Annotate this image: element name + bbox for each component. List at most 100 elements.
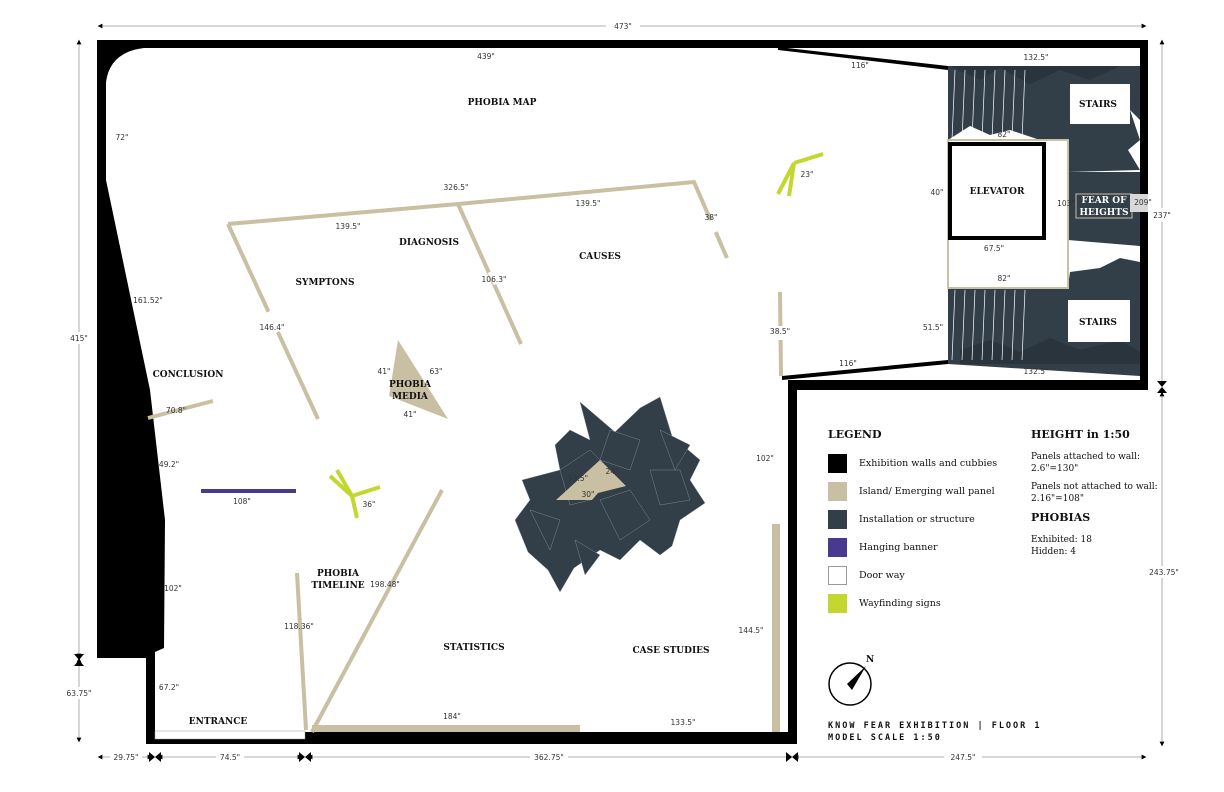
room-case-studies: CASE STUDIES	[632, 646, 709, 656]
caption-line-2: MODEL SCALE 1:50	[828, 733, 942, 743]
dim-panel-left-top: 139.5"	[336, 222, 361, 231]
legend-label: Door way	[859, 569, 905, 581]
dim-left-wall-lower: 102"	[164, 584, 182, 593]
phobia-media-island	[389, 340, 448, 419]
dim-stairs-top-width: 132.5"	[1024, 53, 1049, 62]
legend-item-island: Island/ Emerging wall panel	[828, 477, 1008, 505]
dim-island-left: 53.5"	[568, 474, 588, 483]
dim-stairs-bottom-width: 132.5"	[1024, 367, 1049, 376]
legend-label: Exhibition walls and cubbies	[859, 457, 998, 469]
dim-top-right-diag: 116"	[851, 61, 869, 70]
elevator	[948, 142, 1046, 240]
dim-left-lower: 63.75"	[67, 689, 92, 698]
legend-title: LEGEND	[828, 428, 882, 441]
dim-media-left: 41"	[378, 367, 391, 376]
dim-bottom-panel: 184"	[443, 712, 461, 721]
compass-icon	[828, 662, 872, 706]
room-statistics: STATISTICS	[443, 643, 504, 653]
dim-bottom-right-diag: 116"	[839, 359, 857, 368]
dim-sign-mid: 36"	[363, 500, 376, 509]
swatch-installation	[828, 509, 847, 529]
dim-panel-diagnosis: 106.3"	[482, 275, 507, 284]
dim-panel-right-end: 38"	[705, 213, 718, 222]
dim-panel-top: 326.5"	[444, 183, 469, 192]
legend-item-walls: Exhibition walls and cubbies	[828, 449, 1008, 477]
room-entrance: ENTRANCE	[189, 717, 248, 727]
legend-label: Installation or structure	[859, 513, 975, 525]
legend-label: Hanging banner	[859, 541, 938, 553]
room-symptons: SYMPTONS	[296, 278, 355, 288]
dimension-labels: 473" 439" 72" 116" 132.5" 82" 40" 67.5" …	[62, 19, 1182, 763]
dim-sign-top: 23"	[801, 170, 814, 179]
dim-right-upper: 237"	[1153, 211, 1171, 220]
bottom-right-wall	[782, 360, 948, 380]
top-right-wall	[778, 47, 948, 70]
dim-left-wall: 161.52"	[133, 296, 163, 305]
caption-line-1: KNOW FEAR EXHIBITION | FLOOR 1	[828, 721, 1042, 731]
central-installation	[514, 396, 706, 593]
dim-bottom-right-width: 247.5"	[951, 753, 976, 762]
stairs-top-area	[1070, 84, 1130, 124]
legend-label: Island/ Emerging wall panel	[859, 485, 995, 497]
room-elevator: ELEVATOR	[970, 187, 1025, 197]
legend-item-installation: Installation or structure	[828, 505, 1008, 533]
phobias-hidden: Hidden: 4	[1031, 547, 1076, 557]
fear-of-heights-panel	[1075, 193, 1133, 219]
room-diagnosis: DIAGNOSIS	[399, 238, 459, 248]
room-labels: PHOBIA MAP DIAGNOSIS CAUSES SYMPTONS CON…	[153, 98, 1129, 727]
room-stairs-top: STAIRS	[1079, 100, 1117, 110]
legend-item-wayfinding: Wayfinding signs	[828, 589, 1008, 617]
right-island-panel	[774, 524, 780, 732]
dim-heights-right: 209"	[1134, 198, 1152, 207]
height-title: HEIGHT in 1:50	[1031, 428, 1130, 441]
dim-bottom-offset: 29.75"	[114, 753, 139, 762]
plan-caption: KNOW FEAR EXHIBITION | FLOOR 1 MODEL SCA…	[828, 720, 1042, 744]
dim-elevator-left: 40"	[931, 188, 944, 197]
panel-door-gaps	[265, 219, 783, 340]
dim-timeline-panel: 118.36"	[284, 622, 314, 631]
dim-island-bottom: 30"	[582, 490, 595, 499]
swatch-island	[828, 481, 847, 501]
dim-stairs-left: 51.5"	[923, 323, 943, 332]
stair-treads	[951, 69, 1026, 361]
dim-heights-left: 103"	[1057, 199, 1075, 208]
central-island	[556, 460, 626, 500]
dim-panel-symptons: 146.4"	[260, 323, 285, 332]
dim-timeline-diag: 198.48"	[370, 580, 400, 589]
dim-bottom-mid: 362.75"	[534, 753, 564, 762]
room-causes: CAUSES	[579, 252, 621, 262]
dim-top-wall: 439"	[477, 52, 495, 61]
phobias-exhibited: Exhibited: 18	[1031, 535, 1093, 545]
swatch-walls	[828, 453, 847, 473]
legend-item-doorway: Door way	[828, 561, 1008, 589]
dim-island-right: 24"	[606, 467, 619, 476]
dim-entrance-left: 67.2"	[159, 683, 179, 692]
phobias-title: PHOBIAS	[1031, 511, 1091, 524]
swatch-doorway	[828, 565, 847, 585]
dim-conclusion-panel: 70.8"	[166, 406, 186, 415]
stairs-bottom-area	[1068, 300, 1130, 342]
dim-bottom-right: 133.5"	[671, 718, 696, 727]
dimension-ticks	[74, 381, 1167, 762]
entrance-doorway	[154, 730, 306, 740]
dim-elevator-top: 82"	[998, 130, 1011, 139]
height-attached: Panels attached to wall: 2.6"=130"	[1031, 452, 1141, 474]
compass-label: N	[866, 655, 874, 665]
heights-tag	[1130, 194, 1148, 212]
swatch-wayfinding	[828, 593, 847, 613]
wayfinding-sign-middle	[328, 469, 381, 519]
room-conclusion: CONCLUSION	[153, 370, 224, 380]
legend-label: Wayfinding signs	[859, 597, 941, 609]
bottom-island-panel	[312, 725, 580, 732]
swatch-banner	[828, 537, 847, 557]
dim-entrance-width: 74.5"	[220, 753, 240, 762]
legend-item-banner: Hanging banner	[828, 533, 1008, 561]
dim-panel-right-top: 139.5"	[576, 199, 601, 208]
dim-conclusion-lower: 49.2"	[159, 460, 179, 469]
dim-corner: 72"	[116, 133, 129, 142]
dim-lower-landing: 82"	[998, 274, 1011, 283]
dim-right-panel: 144.5"	[739, 626, 764, 635]
room-stairs-bottom: STAIRS	[1079, 318, 1117, 328]
